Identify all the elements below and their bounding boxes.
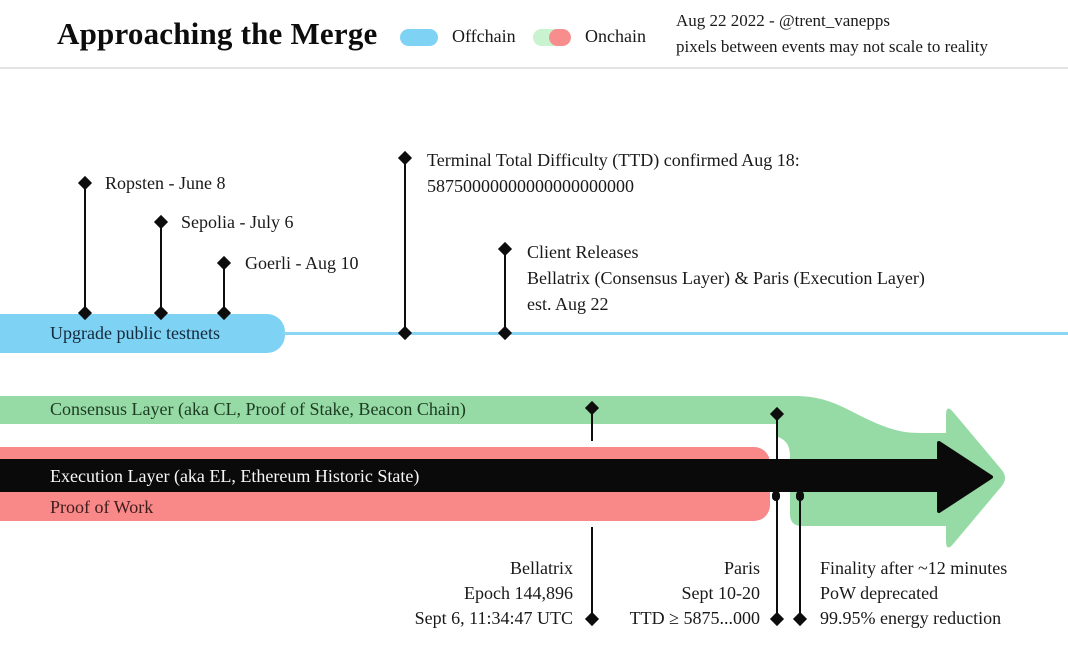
bellatrix-epoch: Epoch 144,896	[464, 583, 573, 603]
ttd-connector-line	[404, 158, 406, 333]
merge-results-line	[799, 494, 801, 619]
ttd-text-line2: 58750000000000000000000	[427, 176, 634, 196]
header-divider	[0, 67, 1068, 69]
sepolia-connector-line	[160, 222, 162, 313]
offchain-swatch-icon	[400, 29, 438, 46]
legend-offchain-label: Offchain	[452, 26, 516, 46]
credit-disclaimer: pixels between events may not scale to r…	[676, 37, 989, 56]
goerli-label: Goerli - Aug 10	[245, 253, 359, 273]
paris-text-block: Paris Sept 10-20 TTD ≥ 5875...000	[560, 556, 760, 631]
offchain-testnets-bar	[0, 314, 285, 353]
bellatrix-upper-line	[591, 412, 593, 441]
proof-of-work-label: Proof of Work	[50, 497, 154, 517]
legend-onchain-label: Onchain	[585, 26, 646, 46]
execution-layer-black-arrow	[0, 441, 993, 513]
consensus-layer-label: Consensus Layer (aka CL, Proof of Stake,…	[50, 399, 466, 419]
ropsten-label: Ropsten - June 8	[105, 173, 226, 193]
credit-date-author: Aug 22 2022 - @trent_vanepps	[676, 11, 890, 30]
testnets-bar-label: Upgrade public testnets	[50, 323, 220, 343]
sepolia-label: Sepolia - July 6	[181, 212, 294, 232]
paris-ttd: TTD ≥ 5875...000	[629, 608, 760, 628]
bellatrix-lower-line	[591, 527, 593, 619]
ttd-text-block: Terminal Total Difficulty (TTD) confirme…	[427, 147, 800, 199]
merge-results-finality: Finality after ~12 minutes	[820, 558, 1008, 578]
client-releases-line3: est. Aug 22	[527, 294, 609, 314]
client-releases-line1: Client Releases	[527, 242, 639, 262]
client-releases-connector-line	[504, 249, 506, 333]
paris-upper-line	[776, 418, 778, 461]
offchain-timeline-line	[283, 332, 1068, 335]
execution-layer-label: Execution Layer (aka EL, Ethereum Histor…	[50, 466, 420, 486]
paris-lower-line	[776, 494, 778, 619]
merge-results-energy: 99.95% energy reduction	[820, 608, 1002, 628]
merge-results-text-block: Finality after ~12 minutes PoW deprecate…	[820, 556, 1007, 631]
merge-results-pow: PoW deprecated	[820, 583, 939, 603]
page-title: Approaching the Merge	[57, 16, 378, 51]
bellatrix-text-block: Bellatrix Epoch 144,896 Sept 6, 11:34:47…	[323, 556, 573, 631]
ttd-text-line1: Terminal Total Difficulty (TTD) confirme…	[427, 150, 800, 170]
credit-block: Aug 22 2022 - @trent_vanepps pixels betw…	[676, 8, 988, 60]
client-releases-text-block: Client Releases Bellatrix (Consensus Lay…	[527, 239, 925, 317]
paris-name: Paris	[724, 558, 760, 578]
client-releases-line2: Bellatrix (Consensus Layer) & Paris (Exe…	[527, 268, 925, 288]
onchain-swatch-red-half	[549, 29, 571, 46]
goerli-connector-line	[223, 263, 225, 313]
onchain-swatch-icon	[533, 29, 571, 46]
paris-date: Sept 10-20	[681, 583, 761, 603]
bellatrix-datetime: Sept 6, 11:34:47 UTC	[414, 608, 573, 628]
bellatrix-name: Bellatrix	[510, 558, 573, 578]
ropsten-connector-line	[84, 183, 86, 313]
